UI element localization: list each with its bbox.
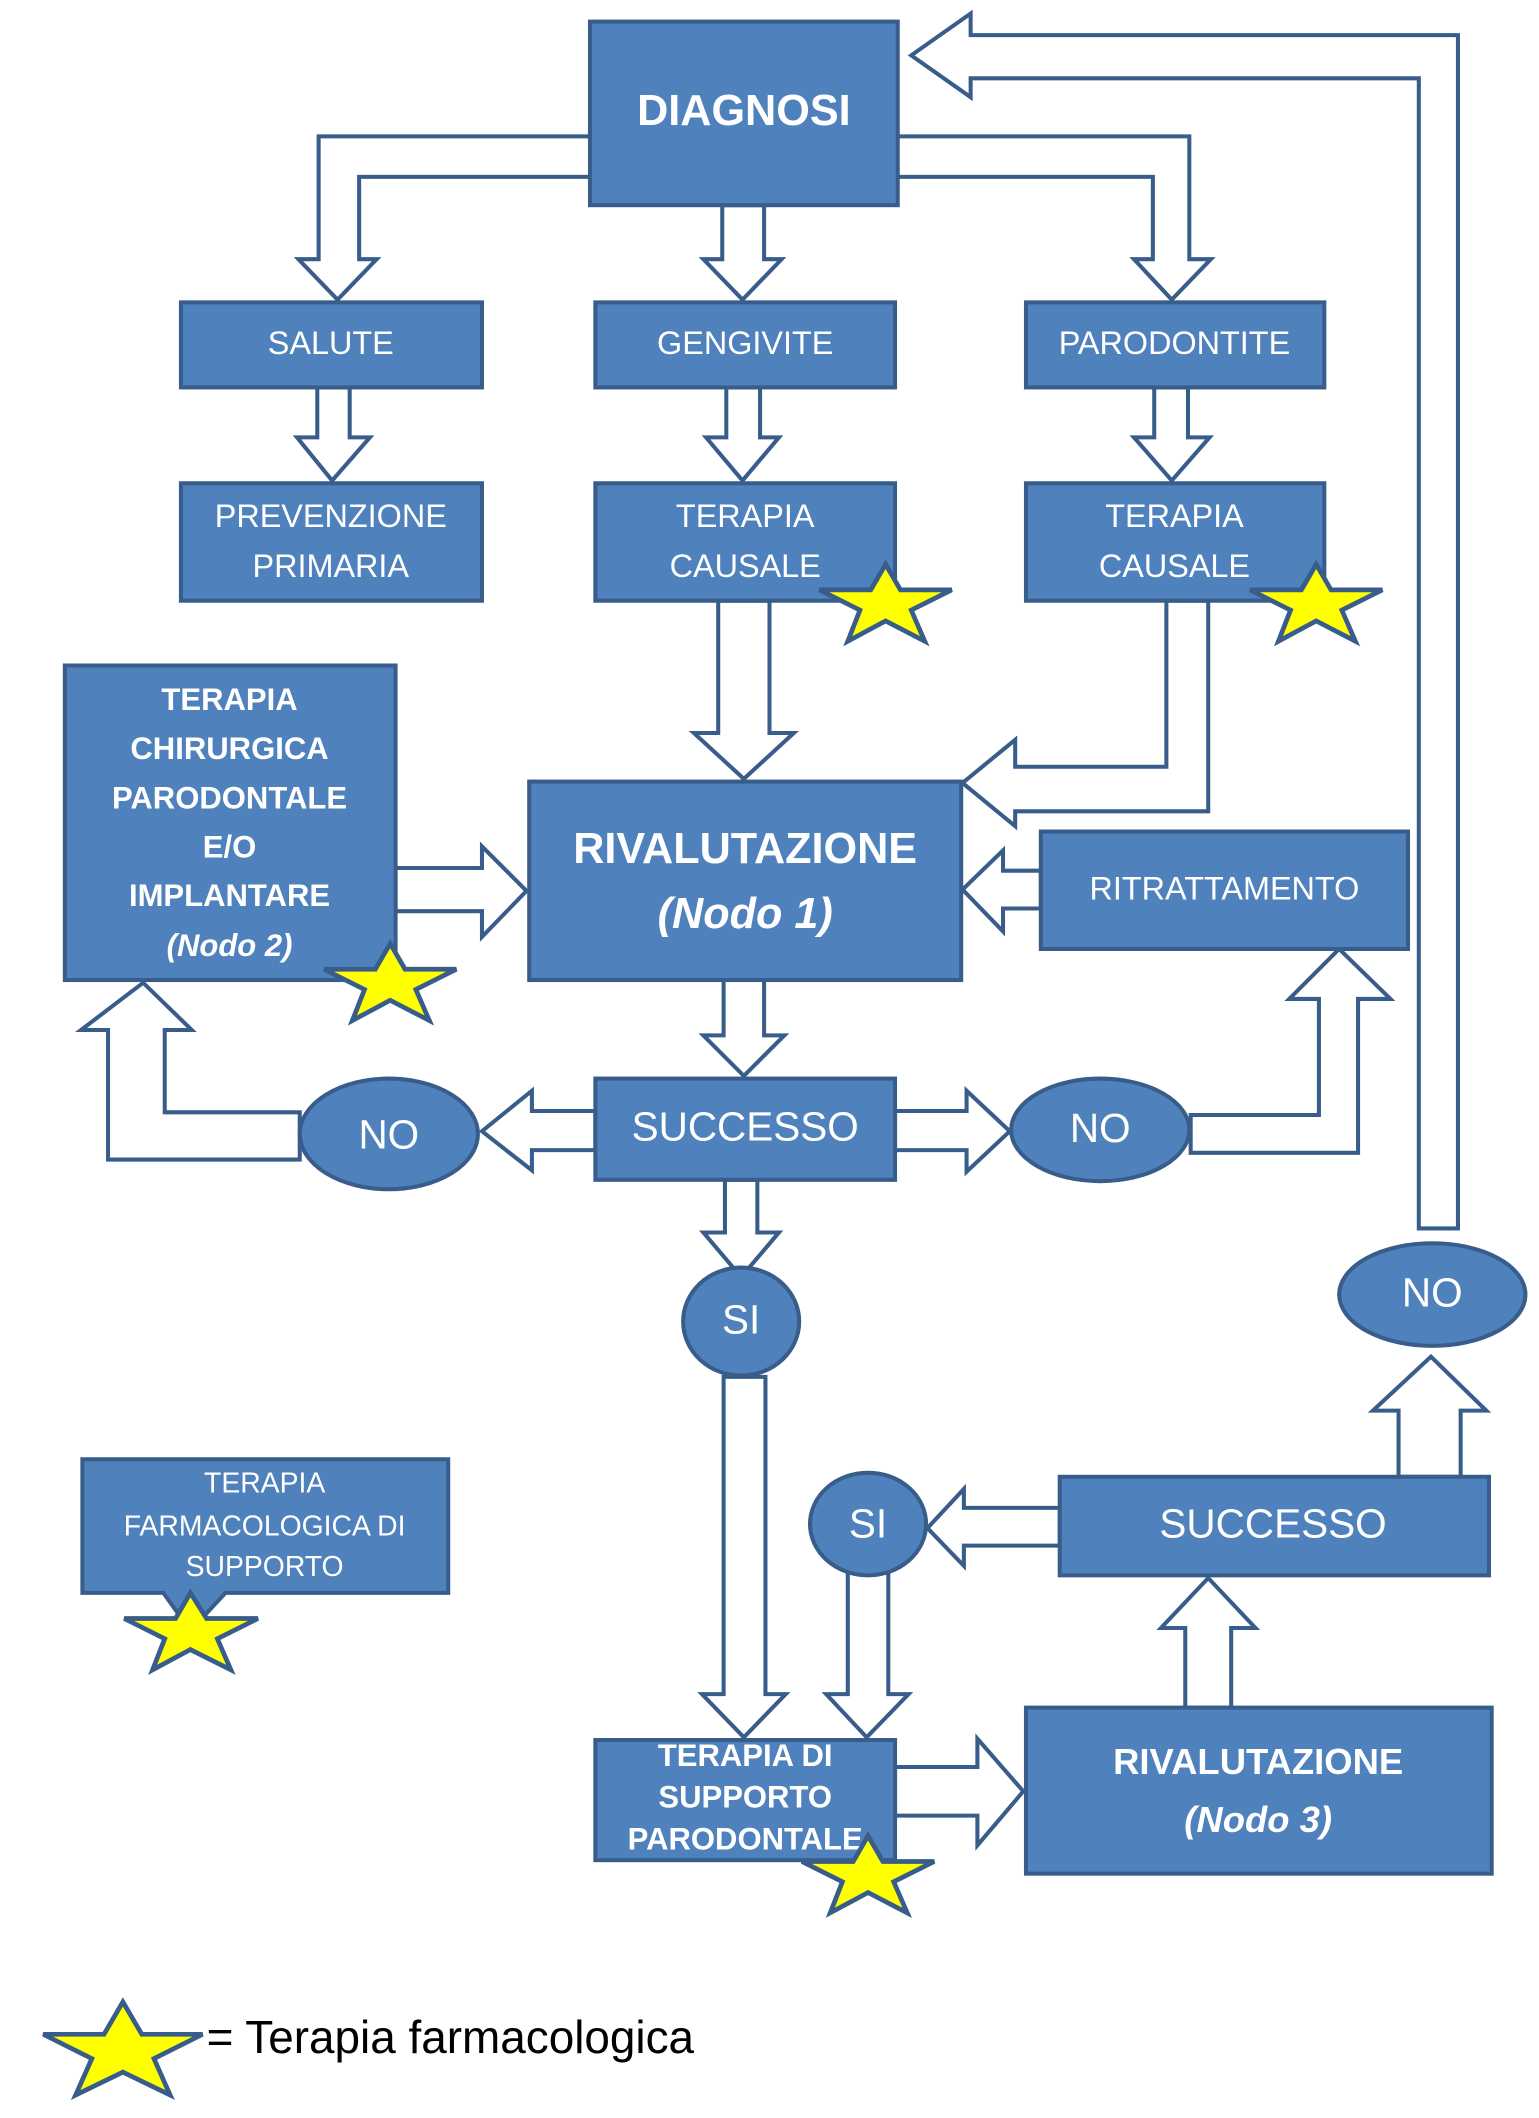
node-terapia-chirurgica: TERAPIA CHIRURGICA PARODONTALE E/O IMPLA… xyxy=(62,663,398,983)
node-successo-1-label: SUCCESSO xyxy=(632,1104,859,1150)
node-terapia-supporto-line-3: PARODONTALE xyxy=(628,1821,863,1856)
node-parodontite: PARODONTITE xyxy=(1023,300,1327,390)
arrow-parodontite-to-terapia xyxy=(1129,385,1215,484)
node-no-left-label: NO xyxy=(358,1112,419,1158)
node-prevenzione-line-1: PREVENZIONE xyxy=(215,498,447,534)
arrow-ritrattamento-to-rivalutazione xyxy=(959,845,1043,937)
node-farmacologica-line-2: FARMACOLOGICA DI xyxy=(124,1511,406,1543)
node-rivalutazione-nodo-3: RIVALUTAZIONE (Nodo 3) xyxy=(1023,1705,1494,1876)
arrow-successo2-to-no xyxy=(1367,1353,1492,1479)
node-terapia-causale-g-line-1: TERAPIA xyxy=(676,498,815,534)
star-icon xyxy=(322,938,458,1026)
node-farmacologica-line-3: SUPPORTO xyxy=(186,1551,344,1583)
node-terapia-causale-g-line-2: CAUSALE xyxy=(670,548,821,584)
arrow-successo2-to-si xyxy=(924,1483,1062,1571)
arrow-diagnosi-to-parodontite xyxy=(890,134,1216,303)
arrow-terapia-causale-paro-to-rivalutazione xyxy=(959,598,1211,831)
node-salute: SALUTE xyxy=(178,300,484,390)
node-terapia-causale-parodontite: TERAPIA CAUSALE xyxy=(1023,481,1327,603)
arrow-no-right-to-ritrattamento xyxy=(1188,946,1396,1155)
node-ritrattamento-label: RITRATTAMENTO xyxy=(1090,870,1360,906)
node-no-top-right-label: NO xyxy=(1402,1270,1463,1316)
arrow-successo-to-no-right xyxy=(893,1086,1013,1177)
arrow-no-left-to-chirurgica xyxy=(75,980,302,1162)
node-chirurgica-line-3: PARODONTALE xyxy=(112,781,347,816)
node-prevenzione-primaria: PREVENZIONE PRIMARIA xyxy=(178,481,484,603)
node-terapia-causale-p-line-2: CAUSALE xyxy=(1099,548,1250,584)
arrow-salute-to-prevenzione xyxy=(292,385,375,484)
node-si-1: SI xyxy=(681,1265,802,1378)
node-rivalutazione-3-line-1: RIVALUTAZIONE xyxy=(1113,1741,1403,1782)
node-rivalutazione-3-line-2: (Nodo 3) xyxy=(1184,1799,1332,1840)
node-salute-label: SALUTE xyxy=(268,325,394,361)
legend: = Terapia farmacologica xyxy=(42,1997,695,2101)
node-chirurgica-line-1: TERAPIA xyxy=(161,682,297,717)
node-rivalutazione-1-line-2: (Nodo 1) xyxy=(658,890,833,938)
node-si-2: SI xyxy=(807,1470,929,1578)
arrow-diagnosi-to-salute xyxy=(293,134,598,303)
node-farmacologica-line-1: TERAPIA xyxy=(204,1467,325,1499)
node-no-right: NO xyxy=(1009,1076,1192,1184)
arrow-no-to-diagnosi xyxy=(907,9,1460,1231)
node-terapia-farmacologica-supporto: TERAPIA FARMACOLOGICA DI SUPPORTO xyxy=(80,1457,451,1634)
legend-star-icon xyxy=(42,1997,204,2101)
node-terapia-supporto-line-2: SUPPORTO xyxy=(658,1780,832,1815)
arrow-si2-to-terapia-supporto xyxy=(821,1570,914,1741)
node-terapia-supporto-parodontale: TERAPIA DI SUPPORTO PARODONTALE xyxy=(593,1738,898,1863)
node-successo-1: SUCCESSO xyxy=(593,1076,898,1182)
arrow-diagnosi-to-gengivite xyxy=(698,203,787,303)
node-rivalutazione-nodo-1: RIVALUTAZIONE (Nodo 1) xyxy=(527,779,964,983)
node-successo-2-label: SUCCESSO xyxy=(1159,1500,1386,1546)
node-gengivite: GENGIVITE xyxy=(593,300,898,390)
node-diagnosi: DIAGNOSI xyxy=(587,19,900,208)
star-icon xyxy=(123,1588,259,1675)
star-icon xyxy=(1249,559,1384,647)
node-successo-2: SUCCESSO xyxy=(1057,1474,1492,1578)
node-ritrattamento: RITRATTAMENTO xyxy=(1038,829,1411,952)
star-icon xyxy=(800,1831,936,1918)
arrow-gengivite-to-terapia xyxy=(701,385,784,484)
star-icon xyxy=(818,559,953,647)
node-terapia-causale-p-line-1: TERAPIA xyxy=(1105,498,1244,534)
arrow-terapia-supporto-to-rivalutazione3 xyxy=(893,1733,1026,1851)
legend-label: = Terapia farmacologica xyxy=(207,2011,695,2063)
arrow-si-to-terapia-supporto xyxy=(697,1374,791,1741)
node-gengivite-label: GENGIVITE xyxy=(657,325,833,361)
node-no-top-right: NO xyxy=(1337,1241,1528,1348)
node-terapia-causale-gengivite: TERAPIA CAUSALE xyxy=(593,481,898,603)
node-chirurgica-line-6: (Nodo 2) xyxy=(167,928,293,963)
node-parodontite-label: PARODONTITE xyxy=(1059,325,1290,361)
node-si-1-label: SI xyxy=(722,1297,760,1343)
arrow-chirurgica-to-rivalutazione xyxy=(393,841,530,942)
node-rivalutazione-1-line-1: RIVALUTAZIONE xyxy=(573,825,917,873)
node-chirurgica-line-5: IMPLANTARE xyxy=(129,878,330,913)
node-terapia-supporto-line-1: TERAPIA DI xyxy=(658,1738,833,1773)
node-diagnosi-label: DIAGNOSI xyxy=(637,87,851,135)
arrow-successo-to-no-left xyxy=(478,1086,598,1175)
node-chirurgica-line-2: CHIRURGICA xyxy=(130,731,328,766)
arrow-terapia-causale-to-rivalutazione xyxy=(688,598,799,782)
arrow-rivalutazione3-to-successo2 xyxy=(1156,1575,1261,1710)
node-prevenzione-line-2: PRIMARIA xyxy=(253,548,410,584)
node-chirurgica-line-4: E/O xyxy=(203,829,256,864)
arrow-successo-to-si xyxy=(698,1177,784,1281)
node-no-right-label: NO xyxy=(1070,1105,1131,1151)
node-no-left: NO xyxy=(297,1076,480,1192)
node-si-2-label: SI xyxy=(849,1500,887,1546)
arrow-rivalutazione-to-successo xyxy=(698,978,790,1079)
